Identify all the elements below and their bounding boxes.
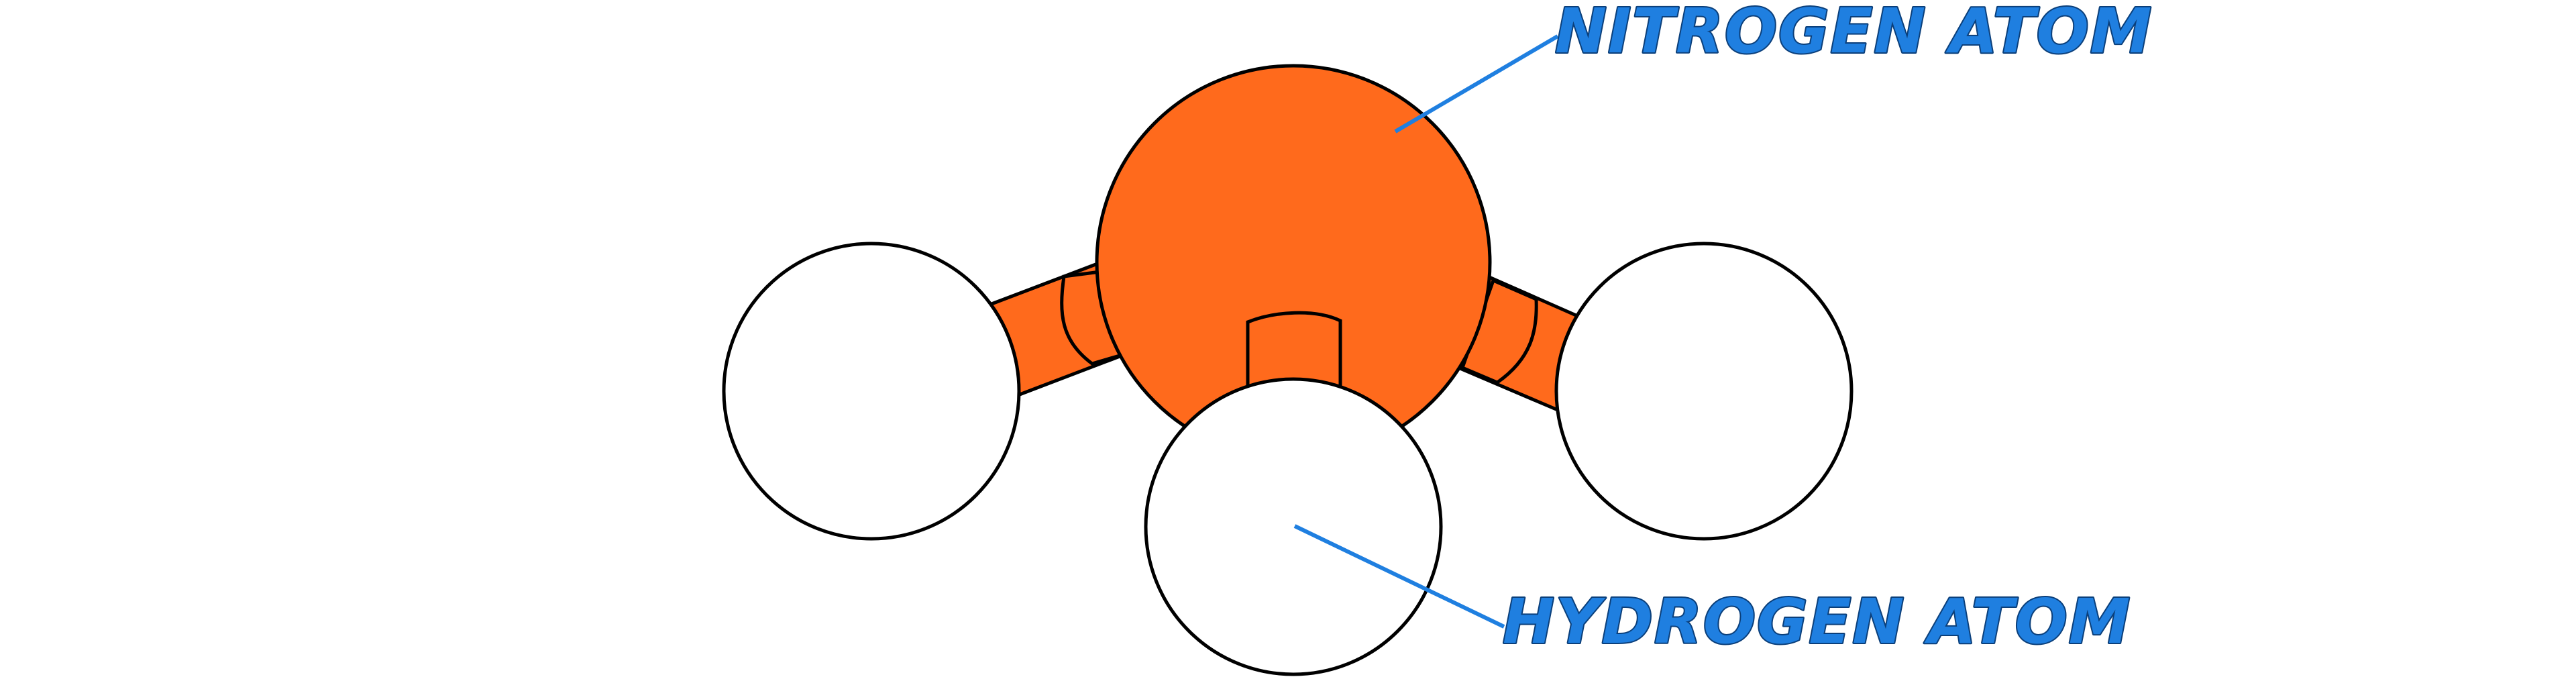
nitrogen-label: NITROGEN ATOM	[1555, 0, 2153, 67]
hydrogen-atom-front	[1144, 377, 1443, 676]
left-bond-cap	[1060, 270, 1127, 366]
nitrogen-leader-line	[1394, 34, 1559, 134]
left-bond-line-lower	[1019, 354, 1122, 397]
hydrogen-atom-right	[1554, 242, 1854, 541]
hydrogen-atom-left	[722, 242, 1021, 541]
right-bond-cap	[1460, 278, 1538, 384]
left-bond-line-upper	[991, 262, 1098, 306]
hydrogen-leader-line	[1293, 524, 1505, 629]
leader-lines	[1293, 34, 1559, 629]
front-bond-top	[1246, 311, 1342, 396]
atoms	[722, 64, 1854, 676]
labels: NITROGEN ATOM HYDROGEN ATOM	[1501, 0, 2153, 659]
right-bond-line-upper	[1488, 275, 1580, 319]
right-bond-line-lower	[1458, 366, 1558, 412]
hydrogen-label: HYDROGEN ATOM	[1503, 586, 2131, 658]
